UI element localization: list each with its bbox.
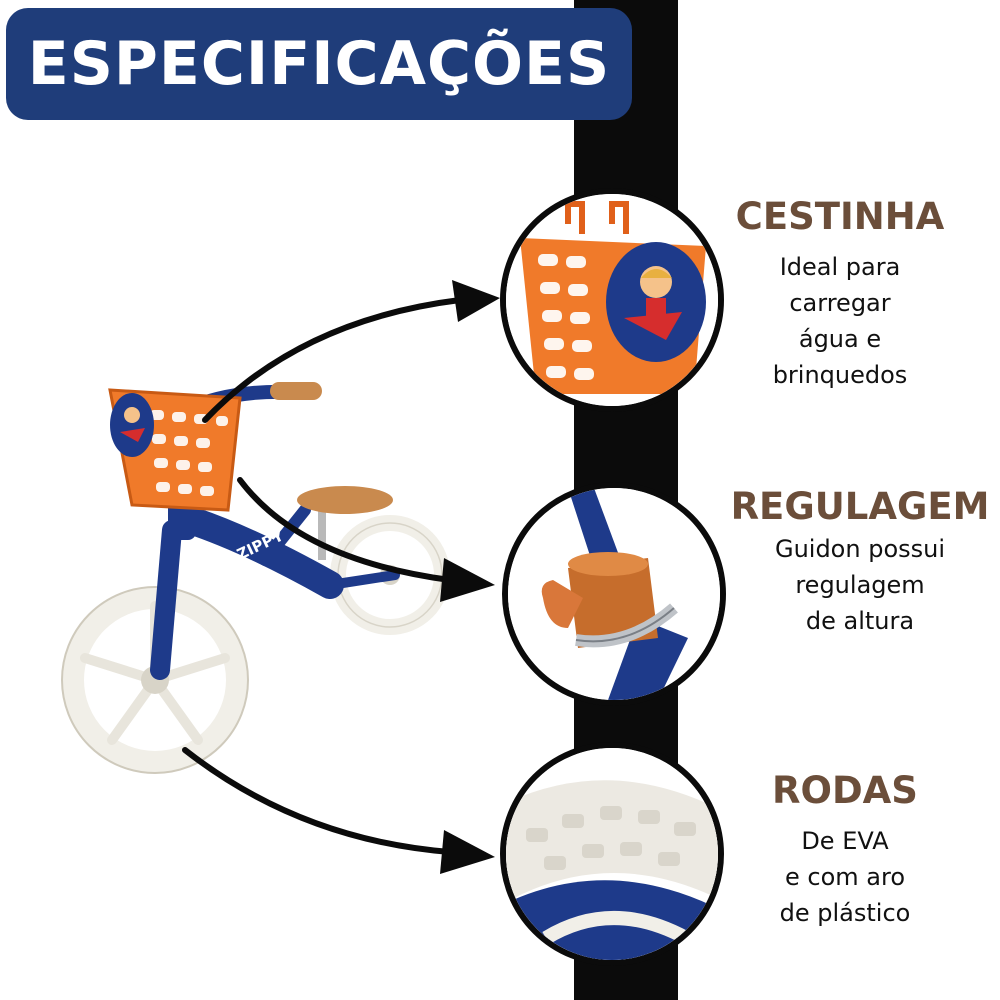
- adjustment-detail-circle: [502, 482, 726, 706]
- wheel-detail-circle: [500, 742, 724, 966]
- feature-line: água e: [798, 325, 882, 353]
- feature-line: de altura: [805, 607, 915, 635]
- feature-line: regulagem: [795, 571, 925, 599]
- feature-line: de plástico: [779, 899, 911, 927]
- header-banner: ESPECIFICAÇÕES: [6, 8, 632, 120]
- feature-line: Ideal para: [779, 253, 901, 281]
- wheel-detail-image: [506, 748, 718, 960]
- feature-line: brinquedos: [772, 361, 908, 389]
- feature-description: Ideal para carregar água e brinquedos: [720, 249, 960, 393]
- feature-adjustment: REGULAGEM Guidon possui regulagem de alt…: [722, 488, 998, 639]
- feature-line: De EVA: [801, 827, 889, 855]
- feature-wheels: RODAS De EVA e com aro de plástico: [730, 772, 960, 931]
- basket-detail-image: [506, 194, 718, 406]
- feature-description: Guidon possui regulagem de altura: [722, 531, 998, 639]
- feature-line: carregar: [789, 289, 891, 317]
- feature-title: CESTINHA: [735, 195, 945, 238]
- adjustment-detail-image: [508, 488, 720, 700]
- feature-line: Guidon possui: [774, 535, 946, 563]
- feature-line: e com aro: [784, 863, 905, 891]
- feature-description: De EVA e com aro de plástico: [730, 823, 960, 931]
- front-wheel: [61, 586, 249, 774]
- basket-detail-circle: [500, 188, 724, 412]
- feature-title: REGULAGEM: [730, 485, 990, 528]
- feature-basket: CESTINHA Ideal para carregar água e brin…: [720, 198, 960, 393]
- feature-title: RODAS: [772, 769, 918, 812]
- page-title: ESPECIFICAÇÕES: [27, 29, 611, 99]
